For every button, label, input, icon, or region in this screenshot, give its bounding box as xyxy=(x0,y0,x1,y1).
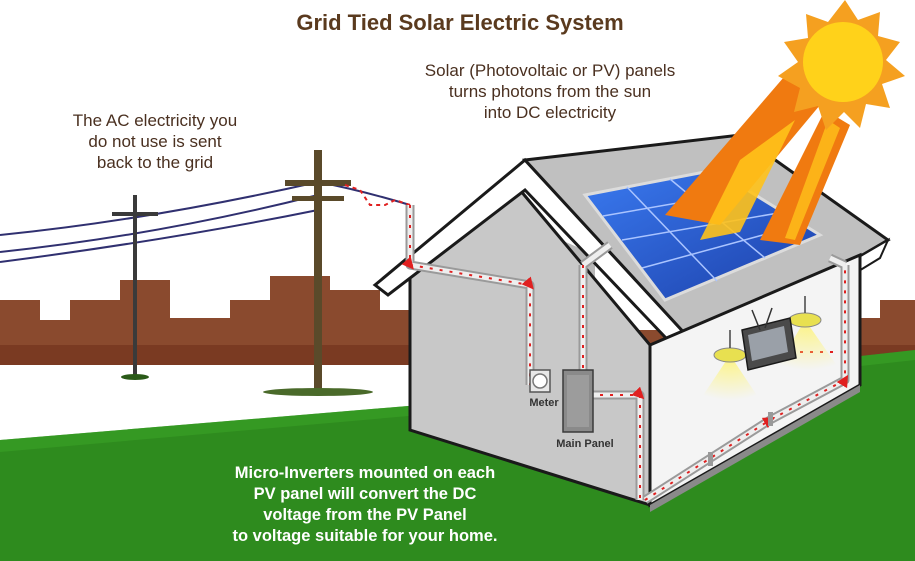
meter-icon xyxy=(529,369,551,393)
sun-icon xyxy=(778,0,905,130)
tv-icon xyxy=(741,307,797,371)
pv-panels-caption: Solar (Photovoltaic or PV) panels turns … xyxy=(424,61,676,122)
meter-label: Meter xyxy=(529,397,559,409)
sun-rays xyxy=(665,70,850,245)
diagram-title: Grid Tied Solar Electric System xyxy=(296,10,624,35)
utility-pole-icon xyxy=(112,195,158,380)
lamp-icon xyxy=(700,330,760,400)
main-panel-label: Main Panel xyxy=(556,438,614,450)
service-drop-wire xyxy=(344,184,411,206)
power-lines xyxy=(0,181,411,263)
main-panel-icon xyxy=(562,369,594,433)
grid-caption: The AC electricity you do not use is sen… xyxy=(72,111,238,172)
utility-pole-icon xyxy=(263,150,373,396)
inverters-caption: Micro-Inverters mounted on each PV panel… xyxy=(232,464,498,545)
